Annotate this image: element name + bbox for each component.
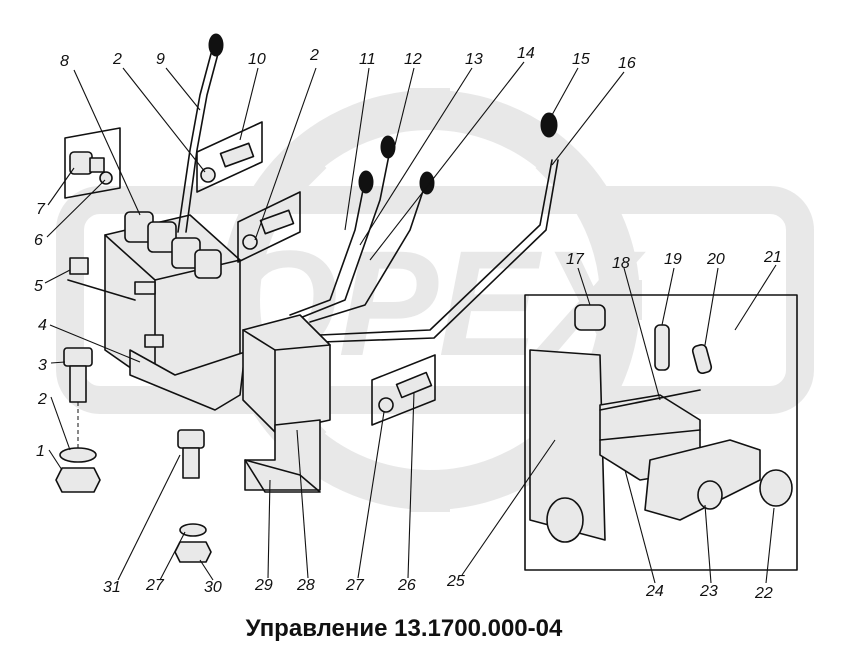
bolt-31-stack	[174, 429, 212, 563]
control-levers	[289, 112, 559, 343]
callout-26: 26	[397, 577, 416, 594]
bolt-shank-7	[89, 157, 105, 173]
detail-frame	[524, 294, 798, 571]
callout-18: 18	[612, 255, 630, 272]
washer-2	[59, 447, 97, 463]
washer-6	[99, 171, 113, 185]
pivot-25	[546, 497, 584, 543]
callout-24: 24	[645, 583, 664, 600]
fitting-bottom	[144, 334, 164, 348]
bolt-head-3	[63, 347, 93, 367]
callout-25: 25	[446, 573, 465, 590]
nut-1	[55, 467, 101, 493]
detail-view-right	[524, 294, 798, 571]
bolt-11-detail	[237, 191, 301, 263]
detail-bracket	[529, 349, 606, 541]
bushing-22	[759, 469, 793, 507]
callout-4: 4	[38, 317, 47, 334]
lever-housing	[242, 314, 331, 493]
callout-17: 17	[566, 251, 585, 268]
bolt-10	[219, 142, 255, 168]
callout-12: 12	[404, 51, 422, 68]
knob-12	[358, 170, 374, 194]
pin-23	[697, 480, 723, 510]
callout-22: 22	[754, 585, 773, 602]
plate-29	[244, 459, 321, 493]
valve-block-assembly	[67, 33, 246, 411]
callout-19: 19	[664, 251, 682, 268]
nut-30	[174, 541, 212, 563]
callout-7: 7	[36, 201, 46, 218]
rod-16	[319, 159, 553, 336]
knob-13	[380, 135, 396, 159]
callout-30: 30	[204, 579, 222, 596]
detail-box-26	[371, 354, 436, 426]
callout-27-right: 27	[345, 577, 365, 594]
callout-21: 21	[763, 249, 782, 266]
link-19	[654, 324, 670, 371]
bolt-26	[395, 371, 433, 399]
leader-lines	[44, 61, 777, 584]
fitting-left	[134, 281, 156, 295]
lever-rod-12	[289, 179, 366, 316]
washer-27	[378, 397, 394, 413]
mounting-plate-4	[129, 349, 246, 411]
nut-7	[69, 151, 93, 175]
callout-2-top-left: 2	[112, 51, 122, 68]
callout-20: 20	[706, 251, 725, 268]
callout-labels: 8 2 9 10 2 11 12 13 14 15 16 7 6 5 4 3 2…	[34, 45, 782, 602]
lever-rod-9	[177, 49, 213, 233]
callout-2-left: 2	[37, 391, 47, 408]
callout-8: 8	[60, 53, 69, 70]
bolt-shank-3	[69, 365, 87, 403]
callout-15: 15	[572, 51, 590, 68]
washer-11	[242, 234, 258, 250]
valve-cap-2	[147, 221, 177, 253]
bolt-head-31	[177, 429, 205, 449]
bolt-3-stack	[55, 347, 101, 493]
bushing-17	[574, 304, 606, 331]
flange-23	[644, 439, 761, 521]
valve-cap-4	[194, 249, 222, 279]
callout-29: 29	[254, 577, 273, 594]
detail-box-10	[196, 121, 263, 193]
callout-6: 6	[34, 232, 43, 249]
callout-10: 10	[248, 51, 266, 68]
washer-27b	[179, 523, 207, 537]
callout-11: 11	[359, 51, 376, 68]
bolt-10-detail	[196, 121, 263, 193]
callout-31: 31	[103, 579, 121, 596]
callout-27-left: 27	[145, 577, 165, 594]
callout-9: 9	[156, 51, 165, 68]
callout-16: 16	[618, 55, 636, 72]
bracket-5	[69, 257, 89, 275]
pin-20	[691, 343, 713, 375]
bracket-28	[244, 419, 321, 491]
knob-14	[419, 171, 435, 195]
callout-14: 14	[517, 45, 535, 62]
callout-5: 5	[34, 278, 43, 295]
bolt-26-detail	[371, 354, 436, 426]
lever-knob-9	[208, 33, 224, 57]
callout-1: 1	[36, 443, 45, 460]
callout-13: 13	[465, 51, 483, 68]
callout-2-top-mid: 2	[309, 47, 319, 64]
knob-15	[540, 112, 558, 138]
detail-box-11	[237, 191, 301, 263]
bolt-shank-31	[182, 447, 200, 479]
lever-rod-14	[309, 184, 426, 323]
callout-3: 3	[38, 357, 47, 374]
callout-23: 23	[699, 583, 718, 600]
diagram-caption: Управление 13.1700.000-04	[246, 615, 563, 642]
bolt-11	[259, 209, 295, 235]
callout-28: 28	[296, 577, 315, 594]
lever-rod-13	[299, 149, 391, 319]
